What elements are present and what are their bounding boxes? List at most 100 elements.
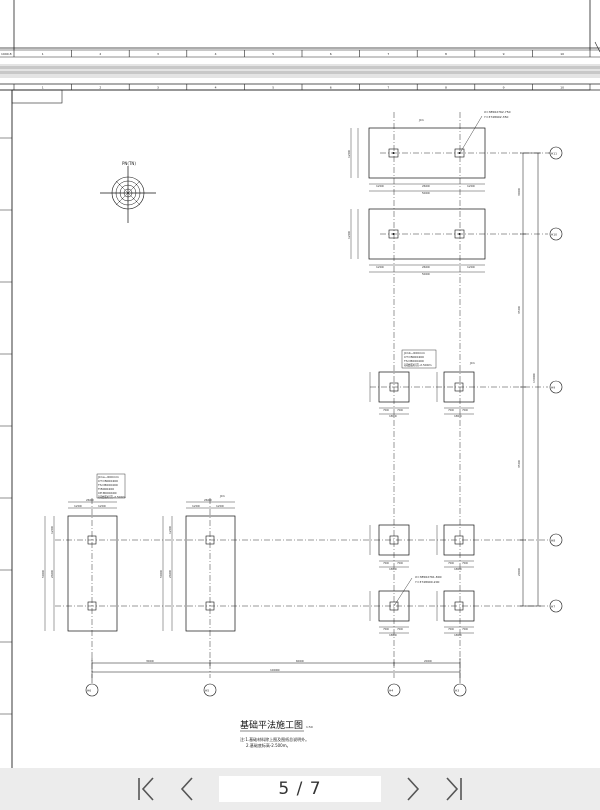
note-left-2: TS=B000400 bbox=[97, 483, 118, 487]
dim-ft2-total: 5000 bbox=[422, 272, 430, 276]
grid-number-prev-5: 5 bbox=[272, 52, 274, 56]
page-indicator: 5 / 7 bbox=[219, 776, 381, 802]
dim-sf6-a: 700 bbox=[448, 627, 454, 631]
axis-label-h9: H9 bbox=[551, 386, 555, 390]
axis-label-h4: H4 bbox=[389, 689, 393, 693]
dim-ft2-c: 1200 bbox=[467, 265, 475, 269]
axis-label-h8: H8 bbox=[551, 539, 555, 543]
note-left-3: T:B000400 bbox=[97, 487, 114, 491]
footing-top-2 bbox=[350, 208, 486, 273]
note-left-1: CT=B000400 bbox=[98, 479, 118, 483]
axis-label-h11: H11 bbox=[551, 152, 557, 156]
dim-bottom-3: 2000 bbox=[424, 659, 432, 663]
dim-ft1-b: 2600 bbox=[422, 184, 430, 188]
coord-bottom-x: X=38562761.800 bbox=[415, 575, 442, 579]
dim-lf1-h1: 1200 bbox=[50, 526, 54, 534]
dim-lf1-h: 5000 bbox=[41, 570, 45, 578]
dim-ft1-a: 1200 bbox=[376, 184, 384, 188]
grid-number-cur-1: 1 bbox=[42, 86, 44, 90]
grid-number-prev-10: 10 bbox=[560, 52, 564, 56]
note-line-2: 2.基础底标高-2.500m。 bbox=[246, 742, 291, 748]
dim-sf5-t: 1800 bbox=[389, 633, 397, 637]
dim-bottom-total: 10000 bbox=[270, 668, 280, 672]
grid-number-prev-1: 1 bbox=[42, 52, 44, 56]
grid-number-cur-10: 10 bbox=[560, 86, 564, 90]
pagination-bar: 5 / 7 bbox=[0, 768, 600, 810]
dim-sf1-t: 1800 bbox=[389, 414, 397, 418]
drawing-scale: 1:50 bbox=[306, 725, 313, 729]
drawing-title: 基础平法施工图 bbox=[240, 719, 303, 731]
next-page-button[interactable] bbox=[395, 773, 431, 805]
coord-top-y: Y=3748902.350 bbox=[484, 115, 508, 119]
grid-number-prev-7: 7 bbox=[387, 52, 389, 56]
corner-code: 1990.8 bbox=[1, 52, 12, 56]
next-page-icon bbox=[407, 777, 420, 801]
tag-sf: JC1 bbox=[469, 361, 475, 365]
dim-sf3-t: 1800 bbox=[389, 567, 397, 571]
dim-lf2-a: 1200 bbox=[192, 504, 200, 508]
grid-number-prev-8: 8 bbox=[445, 52, 447, 56]
page-gap bbox=[0, 71, 600, 74]
dim-ft1-total: 5000 bbox=[422, 191, 430, 195]
dim-sf4-a: 700 bbox=[448, 561, 454, 565]
grid-number-cur-4: 4 bbox=[215, 86, 217, 90]
grid-number-prev-6: 6 bbox=[330, 52, 332, 56]
note-mid-1: CT=B000400 bbox=[404, 355, 424, 359]
dim-ft1-h: 1200 bbox=[347, 150, 351, 158]
last-page-button[interactable] bbox=[435, 773, 471, 805]
dim-sf2-b: 700 bbox=[462, 408, 468, 412]
coord-bottom-y: Y=3748900.200 bbox=[415, 580, 439, 584]
small-footings bbox=[378, 371, 475, 622]
dim-sf3-a: 700 bbox=[383, 561, 389, 565]
dim-lf2-h: 5000 bbox=[159, 570, 163, 578]
dim-ft2-a: 1200 bbox=[376, 265, 384, 269]
note-mid-0: JC1b~600mm bbox=[403, 351, 425, 355]
dim-sf2-t: 1800 bbox=[454, 414, 462, 418]
page-gap bbox=[0, 66, 600, 69]
last-page-icon bbox=[446, 777, 462, 801]
north-arrow-icon bbox=[100, 166, 156, 223]
footing-left-1 bbox=[44, 501, 118, 632]
dim-lf1-a: 1200 bbox=[74, 504, 82, 508]
dim-right-total: 13000 bbox=[532, 373, 536, 383]
grid-number-cur-5: 5 bbox=[272, 86, 274, 90]
axis-label-h5: H5 bbox=[205, 689, 209, 693]
tag-lf2: JC1 bbox=[219, 494, 225, 498]
dim-sf1-a: 700 bbox=[383, 408, 389, 412]
grid-number-cur-6: 6 bbox=[330, 86, 332, 90]
dim-right-4: 2000 bbox=[517, 568, 521, 576]
footing-top-1 bbox=[350, 127, 486, 192]
note-left-4: CE:B000400 bbox=[98, 491, 117, 495]
first-page-icon bbox=[138, 777, 154, 801]
prev-page-button[interactable] bbox=[169, 773, 205, 805]
north-label: PN(TN) bbox=[122, 161, 136, 166]
dim-sf1-b: 700 bbox=[397, 408, 403, 412]
grid-number-prev-2: 2 bbox=[99, 52, 101, 56]
dim-lf1-h2: 2600 bbox=[50, 570, 54, 578]
axis-label-h6: H6 bbox=[87, 689, 91, 693]
note-line-1: 注:1.基础材料除上图及图纸总说明外。 bbox=[240, 736, 309, 742]
grid-number-prev-3: 3 bbox=[157, 52, 159, 56]
dim-bottom-2: 6000 bbox=[296, 659, 304, 663]
dim-sf3-b: 700 bbox=[397, 561, 403, 565]
dim-sf6-b: 700 bbox=[462, 627, 468, 631]
first-page-button[interactable] bbox=[129, 773, 165, 805]
title-stamp-box bbox=[11, 89, 63, 104]
dim-ft2-b: 2600 bbox=[422, 265, 430, 269]
note-mid-3: 基础底标高-2.500m bbox=[404, 362, 432, 367]
coord-top-x: X=38562762.750 bbox=[484, 110, 511, 114]
note-mid-2: TS=B000400 bbox=[403, 359, 424, 363]
dim-sf4-t: 1800 bbox=[454, 567, 462, 571]
dim-sf4-b: 700 bbox=[462, 561, 468, 565]
axis-label-h10: H10 bbox=[551, 233, 557, 237]
note-left-0: JC1a~600mm bbox=[97, 475, 119, 479]
axis-label-h3: H3 bbox=[455, 689, 459, 693]
dim-right-3: 3500 bbox=[517, 460, 521, 468]
dim-sf6-t: 1800 bbox=[454, 633, 462, 637]
dim-sf5-a: 700 bbox=[383, 627, 389, 631]
dim-ft2-h: 1200 bbox=[347, 231, 351, 239]
dim-sf5-b: 700 bbox=[397, 627, 403, 631]
grid-number-cur-8: 8 bbox=[445, 86, 447, 90]
